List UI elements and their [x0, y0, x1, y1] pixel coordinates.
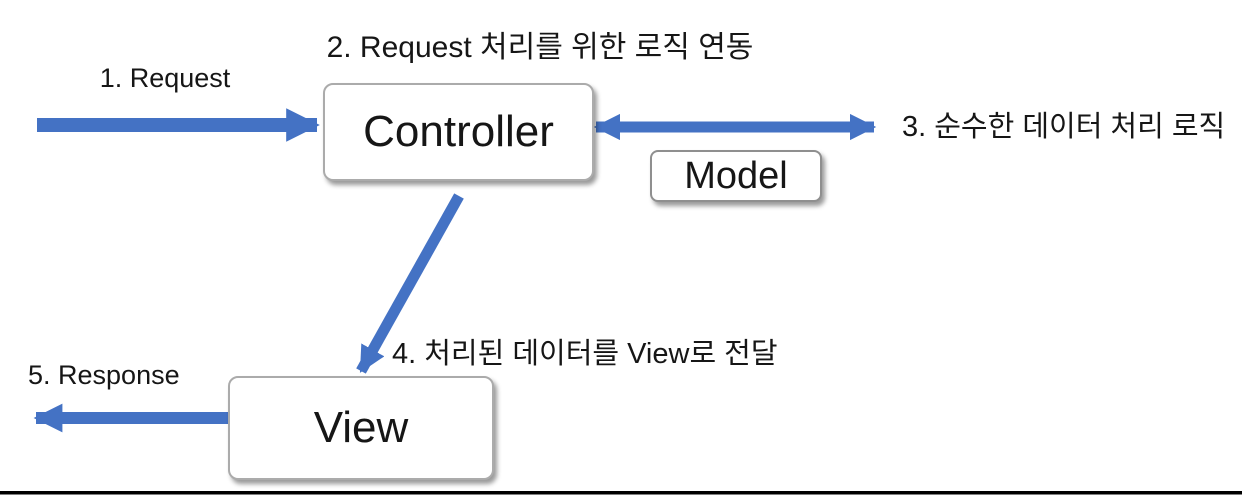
- controller-to-view-arrow: [356, 193, 464, 374]
- step1-label: 1. Request: [99, 63, 231, 93]
- step4-label: 4. 처리된 데이터를 View로 전달: [392, 338, 778, 370]
- model-node: Model: [650, 150, 822, 202]
- model-label: Model: [684, 154, 788, 197]
- step3-label: 3. 순수한 데이터 처리 로직: [902, 111, 1226, 143]
- step5-label: 5. Response: [28, 360, 180, 390]
- controller-node: Controller: [323, 83, 594, 181]
- bottom-divider: [0, 491, 1242, 495]
- view-node: View: [228, 376, 494, 480]
- view-label: View: [313, 403, 409, 452]
- controller-label: Controller: [363, 107, 554, 156]
- step2-label: 2. Request 처리를 위한 로직 연동: [326, 31, 754, 64]
